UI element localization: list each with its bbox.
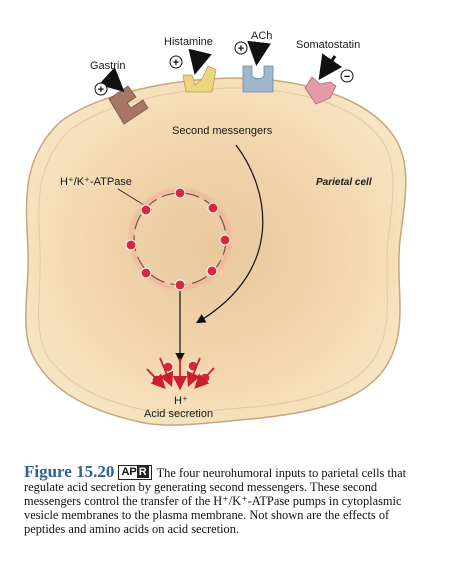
pump [125,239,137,251]
histamine-plus-icon: + [169,55,183,69]
badge-left: AP [121,466,137,478]
pump [219,234,231,246]
atpase-pumps [125,187,231,291]
pump [174,187,186,199]
second-messengers-arrow [195,144,264,324]
somatostatin-minus-icon: − [340,69,354,83]
proton-label: H⁺ [174,395,188,407]
histamine-arrow [188,48,212,75]
histamine-label: Histamine [164,36,213,48]
pump [140,204,152,216]
gastrin-label: Gastrin [90,60,125,72]
atpase-label: H⁺/K⁺-ATPase [60,176,132,188]
svg-text:+: + [173,57,179,69]
gastrin-arrow [98,67,125,93]
acid-secretion-label: Acid secretion [144,408,213,420]
parietal-cell-label: Parietal cell [316,177,372,188]
somatostatin-label: Somatostatin [296,39,360,51]
ach-receptor [242,65,274,93]
gastrin-plus-icon: + [94,82,108,96]
pump [174,279,186,291]
somatostatin-arrow [318,53,343,80]
second-messengers-label: Second messengers [172,125,273,137]
somatostatin-receptor [304,76,337,105]
figure-label: Figure 15.20 [24,462,115,481]
gastrin-receptor [108,85,149,125]
svg-text:+: + [238,43,244,55]
svg-text:+: + [98,84,104,96]
ach-label: ACh [251,30,272,42]
proton-arrows [146,357,215,391]
parietal-cell-diagram: Gastrin Histamine ACh Somatostatin + + +… [25,30,407,426]
ach-plus-icon: + [234,41,248,55]
caption-text: The four neurohumoral inputs to parietal… [24,466,407,536]
badge-right: R [136,466,149,478]
pump [140,267,152,279]
svg-text:−: − [344,71,350,83]
ach-arrow [247,40,272,66]
pump [206,265,218,277]
pump [207,202,219,214]
vesicle [124,183,236,295]
